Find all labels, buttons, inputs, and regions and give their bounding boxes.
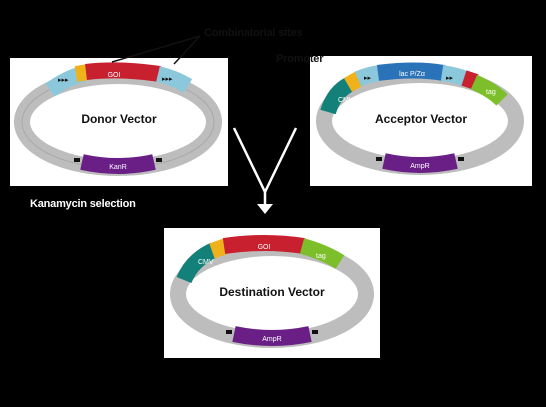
combinatorial-pointer-right	[173, 35, 201, 65]
acceptor-tag-label: tag	[486, 89, 496, 96]
acceptor-red-site	[461, 70, 479, 90]
kanamycin-selection-label: Kanamycin selection	[30, 198, 136, 210]
acceptor-lac-label: lac P/Zα	[399, 71, 425, 78]
donor-vector-title: Donor Vector	[81, 112, 157, 126]
donor-kanr-segment	[80, 154, 156, 174]
promoter-label: Promoter	[276, 53, 324, 65]
destination-tag-label: tag	[316, 253, 326, 260]
donor-combinatorial-site-right	[156, 66, 193, 93]
combinatorial-pointer-left	[111, 35, 201, 63]
acceptor-site-arrows-right: ▸▸	[446, 75, 454, 82]
destination-plasmid-ring: CMV GOI tag AmpR	[170, 235, 374, 348]
destination-tag-segment	[299, 238, 345, 269]
promoter-pointer	[329, 61, 377, 65]
destination-ampr-label: AmpR	[262, 336, 281, 343]
destination-vector-panel: CMV GOI tag AmpR Destination Vector	[164, 228, 380, 358]
acceptor-lac-segment	[376, 62, 446, 81]
destination-ampr-segment	[232, 326, 312, 346]
acceptor-cmv-label: CMV	[338, 97, 354, 104]
acceptor-cmv-segment	[320, 76, 354, 115]
donor-marker-end-right	[156, 158, 162, 162]
acceptor-ampr-segment	[382, 153, 458, 173]
donor-site-arrows-left: ▸▸▸	[58, 77, 69, 84]
destination-vector-title: Destination Vector	[219, 285, 325, 299]
donor-vector-panel: ▸▸▸ ▸▸▸ GOI KanR Donor Vector	[10, 58, 228, 186]
acceptor-marker-end-left	[376, 157, 382, 161]
destination-cmv-label: CMV	[198, 259, 214, 266]
acceptor-tag-segment	[470, 74, 508, 106]
acceptor-ampr-label: AmpR	[410, 163, 429, 170]
acceptor-vector-panel: ▸▸ ▸▸ CMV lac P/Zα tag AmpR Acceptor Vec…	[310, 56, 532, 186]
donor-yellow-site	[74, 64, 90, 82]
donor-plasmid-ring: ▸▸▸ ▸▸▸ GOI KanR	[14, 62, 222, 176]
acceptor-yellow-site	[343, 71, 365, 92]
acceptor-plasmid-ring: ▸▸ ▸▸ CMV lac P/Zα tag AmpR	[316, 62, 524, 175]
donor-marker-end-left	[74, 158, 80, 162]
donor-goi-segment	[85, 62, 162, 82]
combinatorial-sites-label: Combinatorial sites	[204, 27, 303, 39]
acceptor-marker-end-right	[458, 157, 464, 161]
destination-goi-label: GOI	[258, 244, 271, 251]
merge-line-left	[232, 127, 267, 193]
donor-kanr-label: KanR	[109, 164, 127, 171]
donor-site-arrows-right: ▸▸▸	[162, 76, 173, 83]
acceptor-vector-title: Acceptor Vector	[374, 112, 468, 126]
donor-goi-label: GOI	[108, 72, 121, 79]
destination-marker-end-right	[312, 330, 318, 334]
destination-marker-end-left	[226, 330, 232, 334]
merge-line-right	[263, 127, 298, 193]
destination-yellow-site	[209, 238, 229, 259]
acceptor-site-arrows-left: ▸▸	[364, 75, 372, 82]
destination-cmv-segment	[176, 242, 218, 284]
destination-goi-segment	[222, 235, 306, 254]
merge-arrow-head	[257, 204, 273, 214]
